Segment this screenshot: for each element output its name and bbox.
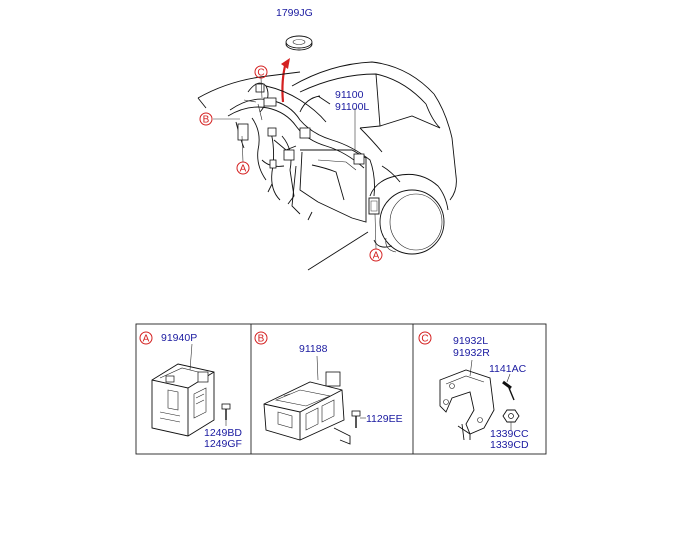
part-label-1249BD: 1249BD: [204, 427, 242, 439]
leader-callout-c: [260, 77, 263, 99]
callout-a-main-left: A: [236, 161, 250, 175]
detail-panel: A 91940P: [135, 323, 547, 455]
svg-text:C: C: [257, 68, 264, 79]
svg-text:A: A: [240, 164, 247, 175]
svg-text:B: B: [258, 334, 265, 345]
svg-text:C: C: [421, 334, 428, 345]
bolt-icon: [502, 380, 515, 401]
part-label-91100L: 91100L: [335, 101, 369, 113]
relay-box-drawing: [263, 371, 351, 445]
part-label-1249GF: 1249GF: [204, 438, 242, 450]
callout-c-detail: C: [418, 331, 432, 345]
part-label-1129EE: 1129EE: [366, 413, 403, 425]
grommet-part-icon: [285, 35, 313, 51]
junction-box-drawing: [151, 363, 215, 437]
callout-b-detail: B: [254, 331, 268, 345]
svg-text:B: B: [203, 115, 210, 126]
part-label-1339CC: 1339CC: [490, 428, 529, 440]
part-label-91100: 91100: [335, 89, 364, 101]
screw-icon: [351, 410, 361, 428]
svg-text:A: A: [373, 251, 380, 262]
part-label-1339CD: 1339CD: [490, 439, 529, 451]
callout-b-main: B: [199, 112, 213, 126]
mounting-bracket-drawing: [439, 369, 495, 441]
detail-b-section: B 91188 1129EE: [254, 331, 403, 445]
leader-callout-a-left: [241, 135, 244, 163]
detail-c-section: C 91932L 91932R 1141AC: [418, 331, 529, 451]
wiring-harness-bundle: [227, 82, 380, 215]
vehicle-body-outline: [197, 61, 457, 271]
part-label-91188: 91188: [299, 343, 328, 355]
nut-icon: [502, 409, 520, 423]
callout-a-detail: A: [139, 331, 153, 345]
callout-a-main-right: A: [369, 248, 383, 262]
detail-a-section: A 91940P: [139, 331, 242, 450]
callout-c-main: C: [254, 65, 268, 79]
red-arrow-indicator: [281, 58, 290, 103]
part-label-91940P: 91940P: [161, 332, 197, 344]
svg-text:A: A: [143, 334, 150, 345]
leader-callout-a-right: [374, 213, 377, 250]
part-label-91932R: 91932R: [453, 347, 490, 359]
part-label-1141AC: 1141AC: [489, 363, 527, 375]
part-label-91932L: 91932L: [453, 335, 488, 347]
part-label-1799JG: 1799JG: [276, 7, 313, 19]
bolt-icon: [221, 403, 231, 420]
main-vehicle-view: 1799JG: [197, 7, 457, 271]
